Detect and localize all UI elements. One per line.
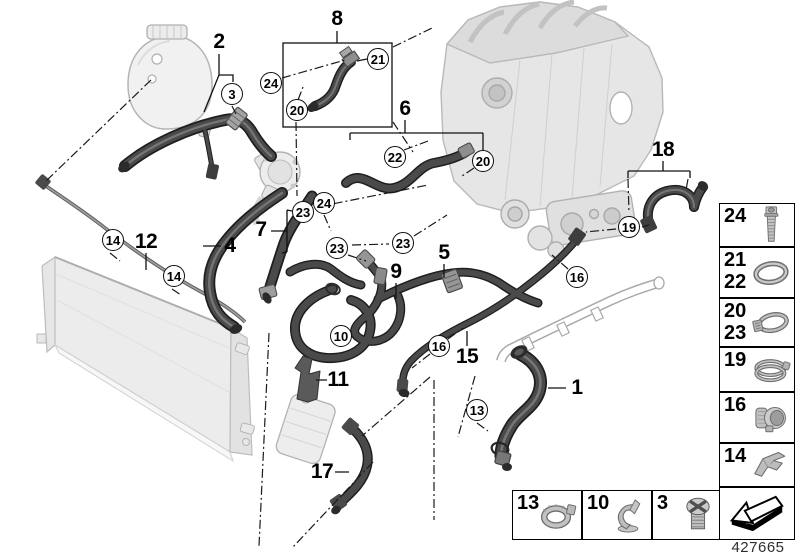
legend-cell-3[interactable]: 3 xyxy=(652,490,722,540)
part-number: 427665 xyxy=(731,539,785,556)
expansion-tank-ghost xyxy=(127,24,213,139)
callout-16[interactable]: 16 xyxy=(428,335,450,357)
part-label-11[interactable]: 11 xyxy=(327,368,349,391)
thermostat-housing-ghost xyxy=(251,150,301,226)
legend-cell-numbers: 13 xyxy=(517,492,540,514)
part-label-8[interactable]: 8 xyxy=(331,7,343,30)
engine-block-ghost xyxy=(440,0,664,259)
callout-10[interactable]: 10 xyxy=(330,325,352,347)
legend-cell-24[interactable]: 24 xyxy=(719,203,795,247)
part-label-9[interactable]: 9 xyxy=(390,260,402,283)
part-label-1[interactable]: 1 xyxy=(571,376,583,399)
callout-14[interactable]: 14 xyxy=(102,229,124,251)
legend-cell-14[interactable]: 14 xyxy=(719,443,795,487)
radiator-ghost xyxy=(36,255,255,463)
callout-24[interactable]: 24 xyxy=(313,192,335,214)
callout-14[interactable]: 14 xyxy=(163,265,185,287)
callout-19[interactable]: 19 xyxy=(618,216,640,238)
legend-cell-numbers: 3 xyxy=(657,492,669,514)
part-label-6[interactable]: 6 xyxy=(399,97,411,120)
direction-arrow-icon xyxy=(727,492,787,536)
callout-16[interactable]: 16 xyxy=(566,266,588,288)
holder-clip-icon xyxy=(607,492,649,538)
coupling-icon xyxy=(750,395,792,441)
part-label-2[interactable]: 2 xyxy=(213,30,225,53)
part-label-17[interactable]: 17 xyxy=(310,460,334,483)
legend-cell-numbers: 24 xyxy=(724,205,747,227)
callout-23[interactable]: 23 xyxy=(326,237,348,259)
callout-23[interactable]: 23 xyxy=(392,232,414,254)
callout-20[interactable]: 20 xyxy=(472,150,494,172)
direction-arrow-cell xyxy=(719,487,795,540)
legend-cell-10[interactable]: 10 xyxy=(582,490,652,540)
legend-cell-numbers: 10 xyxy=(587,492,610,514)
part-label-12[interactable]: 12 xyxy=(134,230,158,253)
legend-cell-numbers: 16 xyxy=(724,394,747,416)
callout-24[interactable]: 24 xyxy=(260,72,282,94)
bolt-icon xyxy=(750,205,792,245)
legend-cell-13[interactable]: 13 xyxy=(512,490,582,540)
part-label-5[interactable]: 5 xyxy=(438,241,450,264)
hose-fittings xyxy=(118,45,709,515)
coolant-pipe-white-ghost xyxy=(496,276,665,363)
part-label-18[interactable]: 18 xyxy=(651,138,675,161)
callout-21[interactable]: 21 xyxy=(367,48,389,70)
callout-22[interactable]: 22 xyxy=(384,146,406,168)
label-leader-lines xyxy=(145,31,691,473)
legend-cell-19[interactable]: 19 xyxy=(719,347,795,392)
callout-3[interactable]: 3 xyxy=(221,83,243,105)
ear-clamp-icon xyxy=(537,492,579,538)
legend-cell-numbers: 14 xyxy=(724,445,747,467)
callout-23[interactable]: 23 xyxy=(292,201,314,223)
band-clamp-icon xyxy=(750,349,792,390)
legend-cell-16[interactable]: 16 xyxy=(719,392,795,443)
hose-clamp-icon xyxy=(750,300,792,345)
part-label-15[interactable]: 15 xyxy=(455,345,479,368)
reference-dash-lines xyxy=(45,27,689,548)
part-label-4[interactable]: 4 xyxy=(224,234,236,257)
legend-cell-numbers: 19 xyxy=(724,349,747,371)
screw-plug-icon xyxy=(677,492,719,538)
callout-13[interactable]: 13 xyxy=(466,399,488,421)
part-label-7[interactable]: 7 xyxy=(255,218,267,241)
oil-cooler-ghost xyxy=(275,392,336,465)
o-ring-icon xyxy=(750,250,792,296)
clip-icon xyxy=(750,445,792,485)
callout-20[interactable]: 20 xyxy=(286,99,308,121)
coolant-pipe-12 xyxy=(35,174,247,324)
